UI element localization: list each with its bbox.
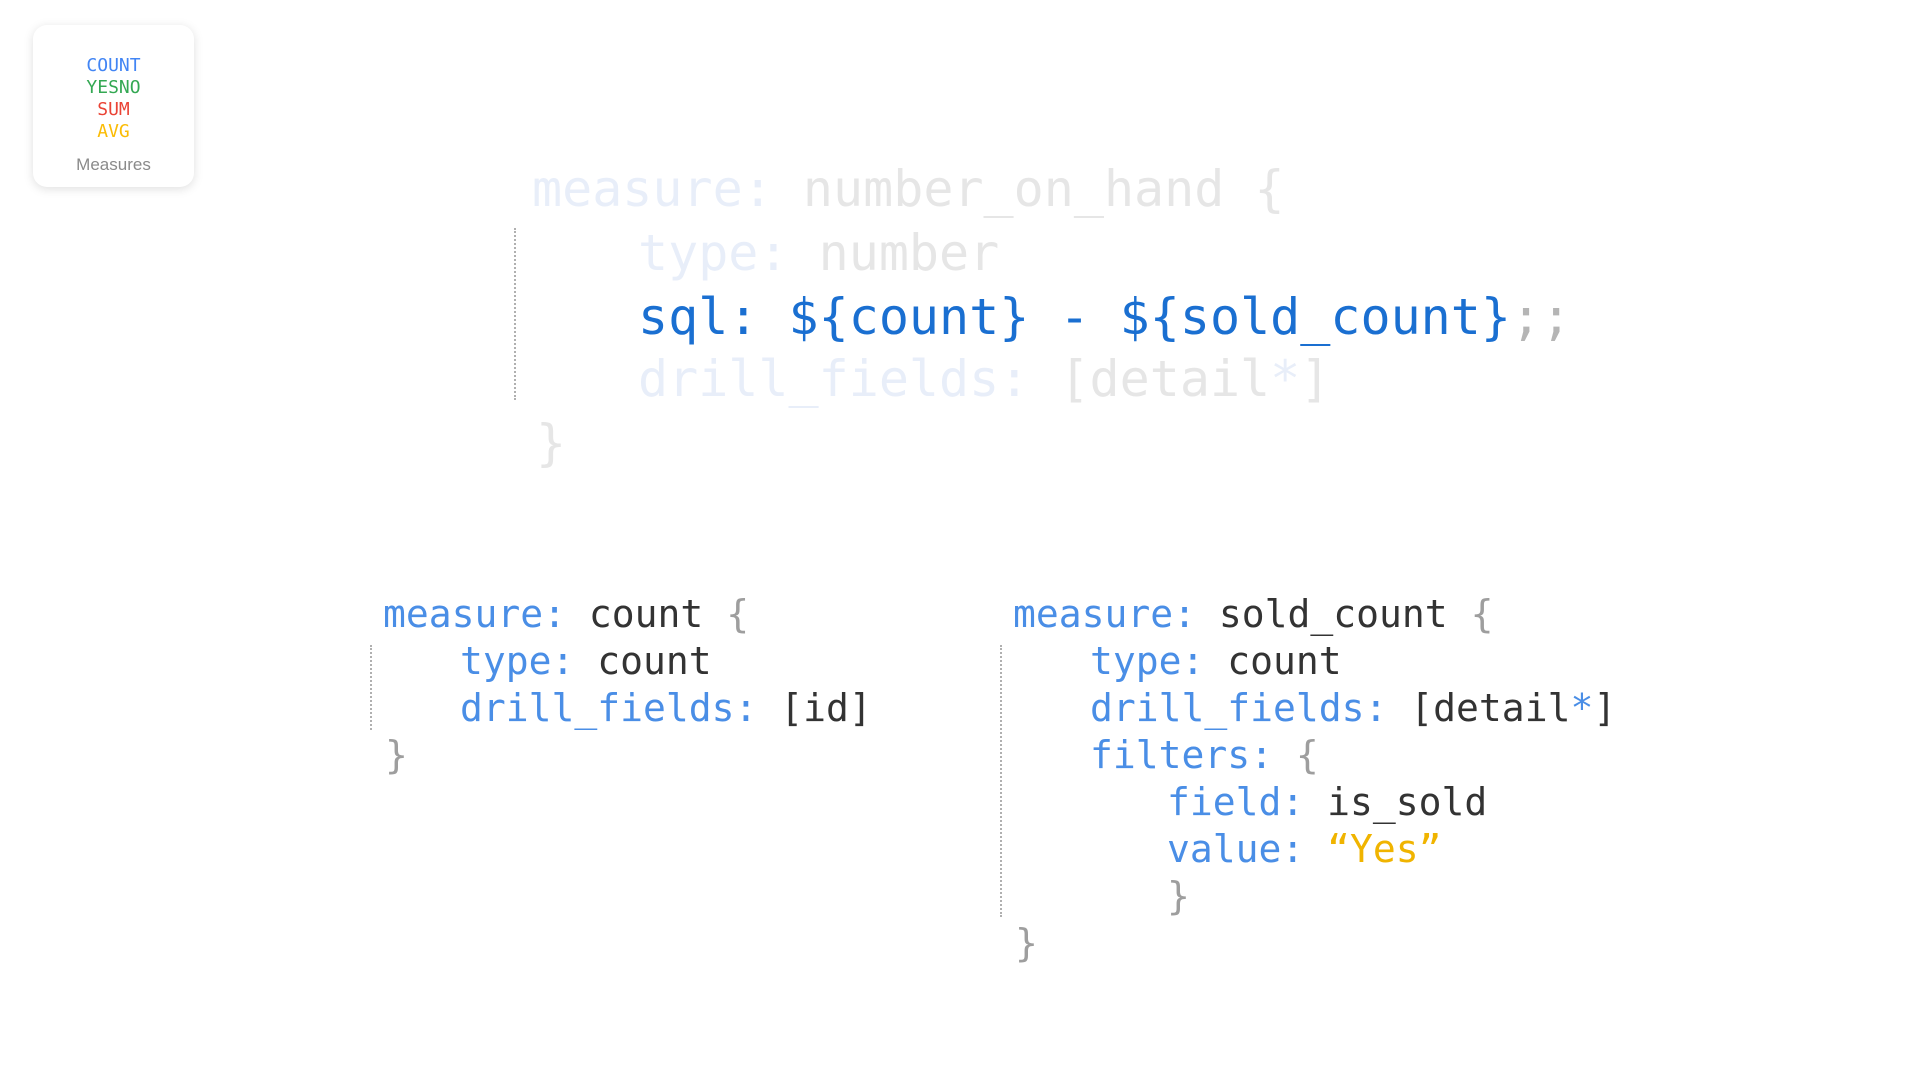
code-key: measure:: [532, 160, 773, 218]
code-brace: {: [703, 592, 750, 636]
code-line-type: type: count: [460, 639, 712, 683]
number-on-hand-measure: measure: number_on_hand { type: number s…: [0, 0, 1571, 472]
code-value: [id]: [757, 686, 872, 730]
code-value: sold_count: [1196, 592, 1448, 636]
code-line-close: }: [385, 733, 408, 777]
code-brace: }: [536, 414, 567, 472]
code-line-close: }: [536, 414, 566, 472]
code-value: count: [1204, 639, 1342, 683]
code-brace: }: [385, 733, 408, 777]
code-brace: }: [1015, 921, 1038, 965]
code-key: type:: [1090, 639, 1205, 683]
code-line-drill-fields: drill_fields: [id]: [460, 686, 872, 730]
indent-guide: [1000, 645, 1002, 917]
measure-types-list: COUNT YESNO SUM AVG: [33, 55, 194, 143]
code-value: number: [788, 224, 1000, 282]
code-line-drill-fields: drill_fields: [detail*]: [1090, 686, 1616, 730]
code-key: measure:: [1013, 592, 1197, 636]
code-key: filters:: [1090, 733, 1274, 777]
code-brace: {: [1224, 160, 1285, 218]
code-key: value:: [1167, 827, 1305, 871]
keyword-count: COUNT: [86, 55, 141, 76]
card-label: Measures: [76, 155, 151, 174]
code-line-filters: filters: {: [1090, 733, 1319, 777]
code-line-type: type: count: [1090, 639, 1342, 683]
code-value: number_on_hand: [772, 160, 1225, 218]
code-brace: {: [1273, 733, 1319, 777]
code-brace: {: [1447, 592, 1494, 636]
code-line-measure: measure: number_on_hand {: [532, 160, 1285, 218]
code-line-value: value: “Yes”: [1167, 827, 1442, 871]
code-star: *: [1270, 350, 1301, 408]
code-brace: }: [1167, 874, 1190, 918]
indent-guide: [370, 645, 372, 730]
code-key: sql:: [638, 288, 759, 346]
code-line-type: type: number: [638, 224, 999, 282]
code-value: is_sold: [1304, 780, 1488, 824]
measures-card: COUNT YESNO SUM AVG Measures: [33, 25, 194, 187]
sold-count-measure: measure: sold_count { type: count drill_…: [0, 0, 1616, 965]
code-key: field:: [1167, 780, 1305, 824]
code-string: “Yes”: [1304, 827, 1442, 871]
code-key: measure:: [383, 592, 567, 636]
code-value: [detail: [1029, 350, 1271, 408]
code-line-sql: sql: ${count} - ${sold_count};;: [638, 288, 1571, 346]
code-terminator: ;;: [1511, 288, 1572, 346]
code-line-filters-close: }: [1167, 874, 1190, 918]
code-value: count: [566, 592, 704, 636]
code-line-drill-fields: drill_fields: [detail*]: [638, 350, 1330, 408]
code-value: count: [574, 639, 712, 683]
code-bracket: ]: [1593, 686, 1617, 730]
count-measure: measure: count { type: count drill_field…: [0, 0, 872, 777]
code-key: drill_fields:: [1090, 686, 1388, 730]
indent-guide: [514, 228, 516, 400]
code-line-field: field: is_sold: [1167, 780, 1487, 824]
code-key: type:: [638, 224, 789, 282]
code-line-close: }: [1015, 921, 1038, 965]
code-value: ${count} - ${sold_count}: [758, 288, 1511, 346]
code-key: drill_fields:: [638, 350, 1030, 408]
code-line-measure: measure: sold_count {: [1013, 592, 1493, 636]
code-value: [detail: [1387, 686, 1571, 730]
keyword-yesno: YESNO: [86, 77, 141, 98]
code-key: drill_fields:: [460, 686, 758, 730]
keyword-sum: SUM: [97, 99, 130, 120]
keyword-avg: AVG: [97, 121, 130, 142]
code-bracket: ]: [1300, 350, 1331, 408]
code-key: type:: [460, 639, 575, 683]
code-line-measure: measure: count {: [383, 592, 749, 636]
code-star: *: [1570, 686, 1594, 730]
